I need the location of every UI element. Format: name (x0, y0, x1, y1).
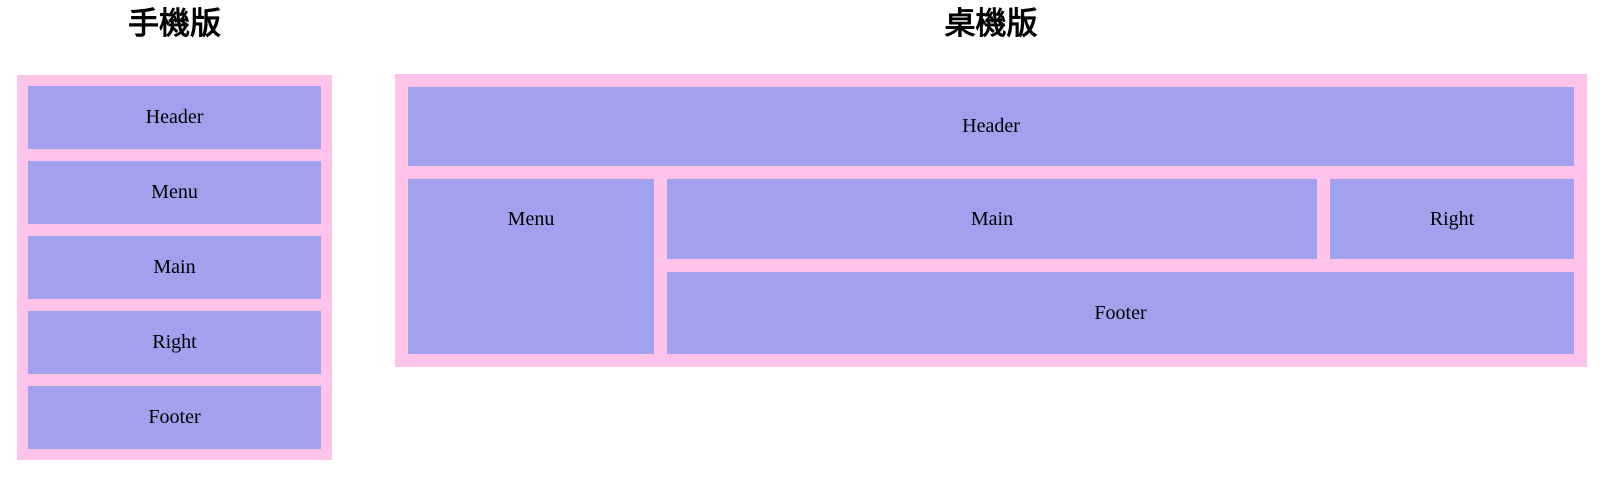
desktop-box-right: Right (1330, 179, 1574, 259)
desktop-box-footer: Footer (667, 272, 1574, 354)
mobile-box-right: Right (28, 311, 321, 374)
mobile-box-menu: Menu (28, 161, 321, 224)
desktop-box-menu-label: Menu (507, 207, 555, 230)
desktop-version-title: 桌機版 (944, 6, 1038, 42)
mobile-layout-panel: Header Menu Main Right Footer (17, 75, 332, 460)
mobile-box-header: Header (28, 86, 321, 149)
desktop-layout-panel: Header Menu Main Right Footer (395, 74, 1587, 367)
mobile-box-main: Main (28, 236, 321, 299)
desktop-box-main: Main (667, 179, 1317, 259)
mobile-box-footer: Footer (28, 386, 321, 449)
desktop-box-header: Header (408, 87, 1574, 166)
mobile-version-title: 手機版 (128, 6, 221, 42)
desktop-box-menu: Menu (408, 179, 654, 354)
